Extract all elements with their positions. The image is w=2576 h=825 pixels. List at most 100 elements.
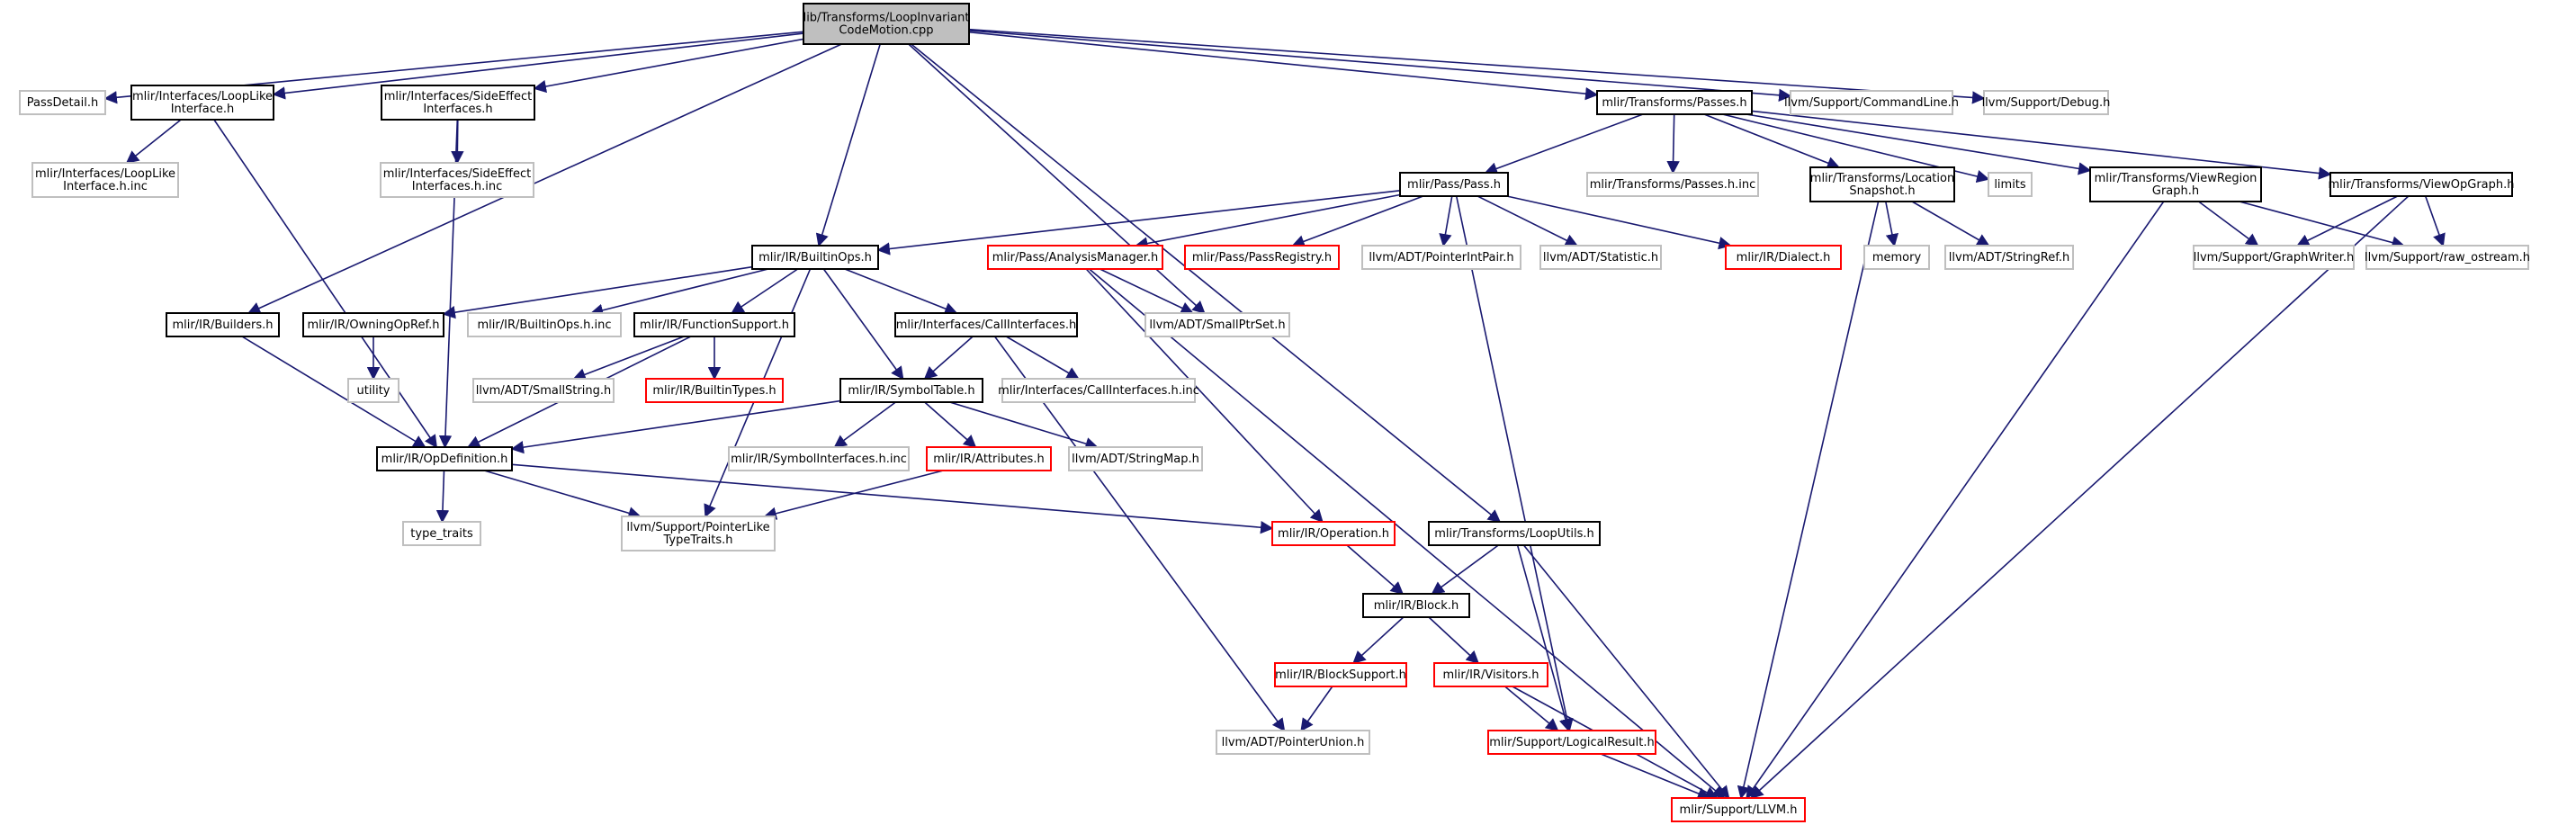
node-box — [1586, 172, 1759, 197]
node-box — [1790, 90, 1953, 115]
edge-pass-to-logicalresult — [1455, 195, 1574, 732]
node-memory: memory — [1863, 245, 1930, 270]
node-box — [402, 521, 481, 546]
node-callifinc: mlir/Interfaces/CallInterfaces.h.inc — [998, 378, 1199, 403]
node-blocksupport[interactable]: mlir/IR/BlockSupport.h — [1274, 662, 1407, 687]
node-funcsupport[interactable]: mlir/IR/FunctionSupport.h — [633, 312, 795, 337]
node-label: limits — [1994, 178, 2026, 192]
node-logicalresult[interactable]: mlir/Support/LogicalResult.h — [1487, 730, 1656, 755]
edge-root-to-sideeffect — [533, 38, 804, 94]
node-label: Graph.h — [2152, 184, 2199, 198]
node-box — [1184, 245, 1340, 270]
node-symtable[interactable]: mlir/IR/SymbolTable.h — [839, 378, 983, 403]
node-label: llvm/ADT/Statistic.h — [1543, 251, 1658, 265]
edge-locsnap-to-stringref — [1911, 201, 1990, 247]
node-label: memory — [1872, 251, 1922, 265]
edge-passes-to-locsnap — [1703, 113, 1841, 169]
edge-block-to-blocksupport — [1352, 616, 1405, 664]
node-label: TypeTraits.h — [662, 534, 732, 547]
node-stringref: llvm/ADT/StringRef.h — [1944, 245, 2074, 270]
node-opdef[interactable]: mlir/IR/OpDefinition.h — [376, 446, 513, 471]
node-box — [2089, 166, 2262, 202]
node-visitors[interactable]: mlir/IR/Visitors.h — [1433, 662, 1548, 687]
node-box — [1863, 245, 1930, 270]
node-ptrintpair: llvm/ADT/PointerIntPair.h — [1361, 245, 1521, 270]
node-block[interactable]: mlir/IR/Block.h — [1362, 593, 1470, 618]
node-label: mlir/Interfaces/CallInterfaces.h — [896, 318, 1077, 332]
node-label: llvm/ADT/SmallString.h — [476, 384, 611, 398]
node-box — [633, 312, 795, 337]
node-llvmh[interactable]: mlir/Support/LLVM.h — [1671, 797, 1806, 822]
edge-builtinops-to-callif — [844, 268, 958, 315]
node-label: mlir/IR/Block.h — [1374, 599, 1459, 613]
node-label: mlir/IR/Attributes.h — [933, 453, 1044, 466]
node-box — [1809, 166, 1955, 202]
node-box — [472, 378, 615, 403]
node-box — [2193, 245, 2355, 270]
node-passes[interactable]: mlir/Transforms/Passes.h — [1596, 90, 1753, 115]
node-label: Interface.h — [171, 103, 235, 116]
node-label: mlir/IR/OwningOpRef.h — [308, 318, 440, 332]
node-box — [894, 312, 1078, 337]
node-label: mlir/Interfaces/SideEffect — [384, 90, 533, 103]
node-label: mlir/IR/BuiltinOps.h — [758, 251, 872, 265]
node-label: mlir/Interfaces/LoopLike — [132, 90, 273, 103]
node-label: llvm/Support/GraphWriter.h — [2194, 251, 2354, 265]
node-builders[interactable]: mlir/IR/Builders.h — [166, 312, 280, 337]
node-operation[interactable]: mlir/IR/Operation.h — [1271, 521, 1396, 546]
node-builtinops[interactable]: mlir/IR/BuiltinOps.h — [751, 245, 879, 270]
node-label: mlir/IR/Operation.h — [1278, 527, 1389, 541]
node-label: mlir/IR/BlockSupport.h — [1275, 668, 1406, 682]
node-passregistry[interactable]: mlir/Pass/PassRegistry.h — [1184, 245, 1340, 270]
node-label: mlir/IR/FunctionSupport.h — [640, 318, 789, 332]
edge-analysismgr-to-operation — [1085, 268, 1324, 524]
edge-looputils-to-block — [1431, 544, 1499, 595]
edge-symtable-to-attributes — [924, 401, 977, 448]
node-viewopgraph[interactable]: mlir/Transforms/ViewOpGraph.h — [2328, 172, 2515, 197]
node-looputils[interactable]: mlir/Transforms/LoopUtils.h — [1428, 521, 1601, 546]
node-analysismgr[interactable]: mlir/Pass/AnalysisManager.h — [987, 245, 1163, 270]
node-box — [987, 245, 1163, 270]
node-box — [31, 162, 179, 198]
node-box — [621, 516, 776, 551]
node-owningopref[interactable]: mlir/IR/OwningOpRef.h — [302, 312, 444, 337]
edge-viewopgraph-to-rawostream — [2424, 195, 2446, 247]
edge-root-to-builders — [247, 43, 842, 315]
node-builtintypes[interactable]: mlir/IR/BuiltinTypes.h — [645, 378, 784, 403]
node-box — [467, 312, 622, 337]
node-box — [1271, 521, 1396, 546]
node-label: llvm/ADT/StringRef.h — [1949, 251, 2069, 265]
edge-builtinops-to-symtable — [822, 268, 904, 381]
node-box — [803, 3, 970, 45]
node-pass[interactable]: mlir/Pass/Pass.h — [1399, 172, 1509, 197]
edge-analysismgr-to-llvmh — [1089, 268, 1726, 799]
node-label: Interface.h.inc — [63, 180, 148, 193]
node-box — [302, 312, 444, 337]
node-callif[interactable]: mlir/Interfaces/CallInterfaces.h — [894, 312, 1078, 337]
edge-root-to-passes — [968, 31, 1599, 101]
edge-looplike-to-looplikeinc — [125, 119, 182, 164]
node-label: llvm/ADT/PointerIntPair.h — [1369, 251, 1513, 265]
node-dialect[interactable]: mlir/IR/Dialect.h — [1725, 245, 1842, 270]
edge-locsnap-to-llvmh — [1737, 201, 1880, 800]
node-box — [1001, 378, 1196, 403]
node-label: mlir/Support/LogicalResult.h — [1489, 736, 1654, 749]
edge-looputils-to-llvmh — [1522, 544, 1730, 800]
node-symifinc: mlir/IR/SymbolInterfaces.h.inc — [728, 446, 910, 471]
node-label: llvm/ADT/StringMap.h — [1072, 453, 1199, 466]
edge-opdef-to-typetraits — [435, 470, 450, 524]
node-box — [1983, 90, 2109, 115]
node-root[interactable]: lib/Transforms/LoopInvariantCodeMotion.c… — [803, 3, 970, 45]
node-attributes[interactable]: mlir/IR/Attributes.h — [926, 446, 1052, 471]
node-box — [2365, 245, 2529, 270]
node-label: mlir/Transforms/LoopUtils.h — [1434, 527, 1594, 541]
node-label: mlir/Support/LLVM.h — [1680, 803, 1798, 817]
edge-symtable-to-symifinc — [833, 401, 896, 448]
node-label: llvm/ADT/SmallPtrSet.h — [1149, 318, 1285, 332]
node-typetraits: type_traits — [402, 521, 481, 546]
